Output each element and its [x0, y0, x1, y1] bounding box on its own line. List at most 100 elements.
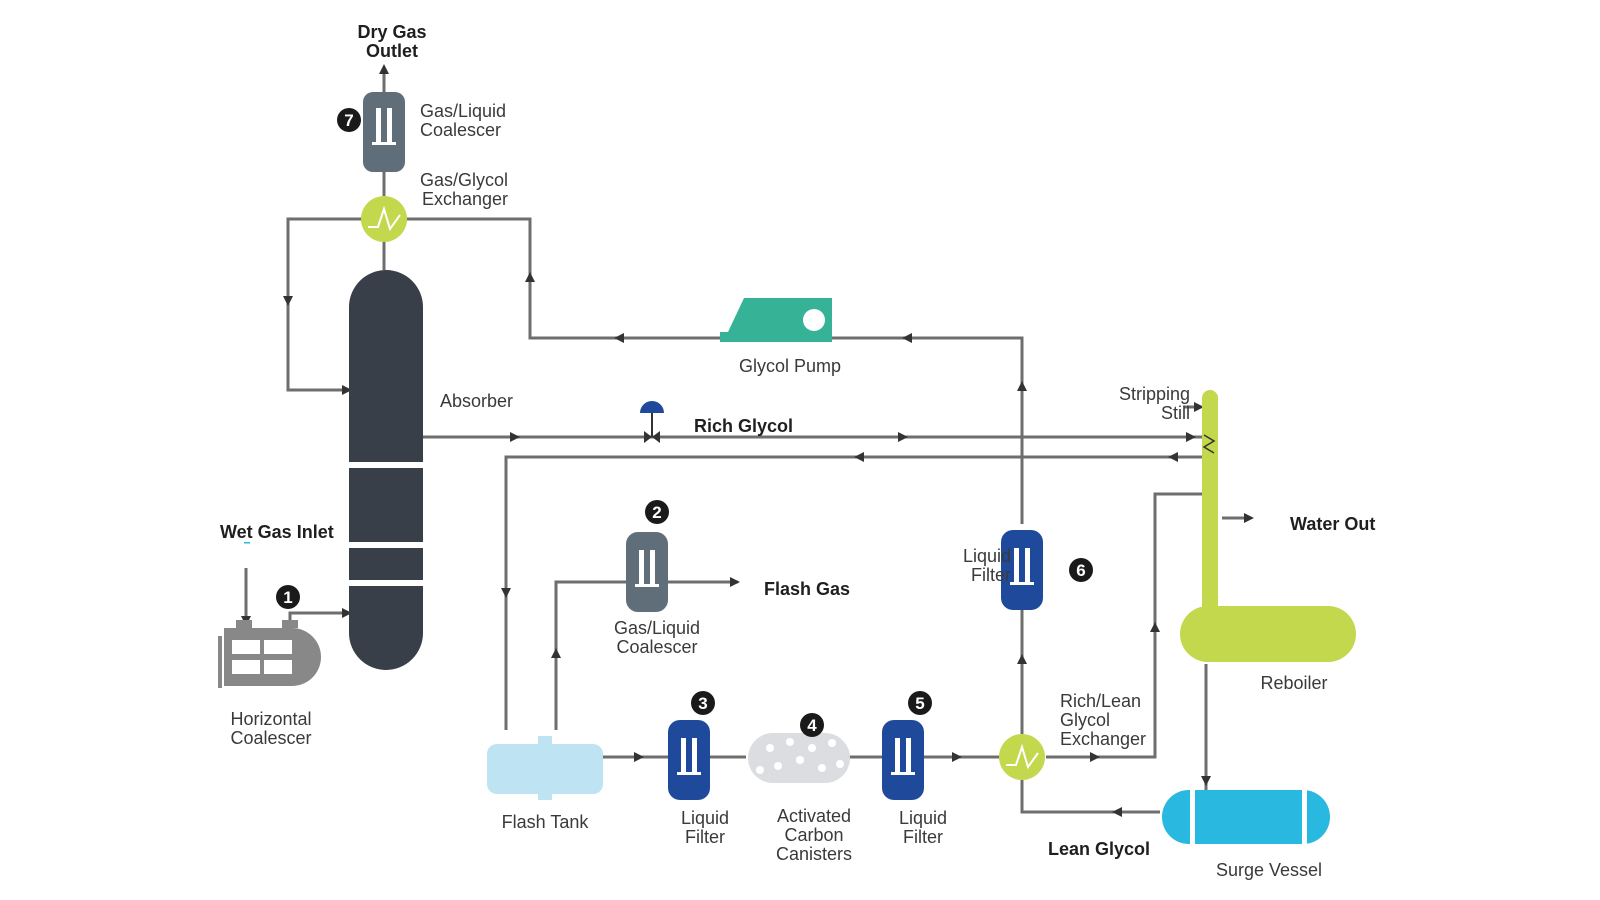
liquid-filter-5 [882, 720, 924, 800]
surge-vessel-seam [1190, 790, 1195, 844]
carbon-granule-icon [766, 744, 774, 752]
horizontal-coalescer-label: Horizontal [230, 709, 311, 729]
arrow-to-still-up [1150, 622, 1160, 632]
pipe-lean-glycol [1020, 780, 1160, 814]
arrow-loop-down [283, 296, 293, 306]
nozzle [236, 620, 252, 628]
wet-gas-inlet-label: Wet Gas Inlet [220, 522, 334, 542]
flash-coalescer-label: Coalescer [616, 637, 697, 657]
carbon-granule-icon [818, 764, 826, 772]
stripping-still-label: Still [1161, 403, 1190, 423]
surge-vessel [1162, 790, 1330, 844]
coalescer-element [264, 660, 292, 674]
pipe-pump-to-exchanger [406, 217, 724, 340]
step-markers: 1 2 3 4 5 6 7 [276, 108, 1093, 737]
pipe-filter6-to-pump [832, 336, 1024, 524]
activated-carbon-label: Activated [777, 806, 851, 826]
arrow-exchanger-up [1017, 654, 1027, 664]
rich-lean-exchanger-label: Rich/Lean [1060, 691, 1141, 711]
absorber-tray [349, 580, 423, 586]
arrow-into-absorber-bottom [342, 608, 352, 618]
glycol-pump [720, 298, 832, 342]
arrow-flash-gas-up [551, 648, 561, 658]
arrow-lean-glycol-left [1112, 807, 1122, 817]
marker-4 [800, 713, 824, 737]
absorber-label: Absorber [440, 391, 513, 411]
exchanger-zigzag-icon [1006, 743, 1039, 770]
arrow-surge-down [1201, 776, 1211, 786]
filter-vessel [668, 720, 710, 800]
liquid-filter-6-label: Liquid [963, 546, 1011, 566]
flash-tank-label: Flash Tank [502, 812, 590, 832]
gas-glycol-exchanger [361, 196, 407, 242]
filter-base-icon [891, 772, 915, 775]
nozzle [282, 620, 298, 628]
activated-carbon-label: Carbon [784, 825, 843, 845]
pump-body [720, 298, 832, 342]
filter-base-icon [1010, 582, 1034, 585]
valve-body-icon [644, 431, 652, 443]
carbon-granule-icon [828, 739, 836, 747]
flash-tank-nozzle [538, 790, 552, 800]
marker-5-label: 5 [915, 694, 924, 713]
marker-6-label: 6 [1076, 561, 1085, 580]
filter-base-icon [677, 772, 701, 775]
lean-glycol-label: Lean Glycol [1048, 839, 1150, 859]
valve-body-icon [652, 431, 660, 443]
exchanger-icon [999, 734, 1045, 780]
coalescer-element [232, 640, 260, 654]
flash-coalescer-label: Gas/Liquid [614, 618, 700, 638]
arrow-return-2 [854, 452, 864, 462]
filter-element-icon [895, 738, 900, 772]
flash-coalescer [626, 532, 668, 612]
liquid-filter-3 [668, 720, 710, 800]
top-coalescer-label: Gas/Liquid [420, 101, 506, 121]
rich-lean-exchanger [999, 734, 1045, 780]
stripping-still-label: Stripping [1119, 384, 1190, 404]
flash-coalescer-vessel [626, 532, 668, 612]
arrow-stripping-still-in [1194, 402, 1204, 412]
flow-arrows [241, 64, 1254, 817]
arrow-dry-gas-up [379, 64, 389, 74]
arrow-rich-glycol-3 [1186, 432, 1196, 442]
pump-impeller-icon [803, 309, 825, 331]
rich-glycol-label: Rich Glycol [694, 416, 793, 436]
arrow-water-out [1244, 513, 1254, 523]
arrow-return-down [501, 588, 511, 598]
top-coalescer [363, 92, 405, 172]
flash-tank-nozzle [538, 736, 552, 746]
filter-vessel [882, 720, 924, 800]
glycol-pump-label: Glycol Pump [739, 356, 841, 376]
marker-1-label: 1 [283, 588, 292, 607]
absorber-tray [349, 542, 423, 548]
pipe-still-to-flash-tank [504, 455, 1210, 730]
gas-glycol-exchanger-label: Exchanger [422, 189, 508, 209]
arrow-into-absorber-top [342, 385, 352, 395]
marker-1 [276, 585, 300, 609]
carbon-granule-icon [786, 738, 794, 746]
absorber [349, 270, 423, 670]
filter-element-icon [639, 550, 644, 584]
liquid-filter-6 [1001, 530, 1043, 610]
arrow-flash-gas-out [730, 577, 740, 587]
marker-6 [1069, 558, 1093, 582]
coalescer-shell [224, 628, 321, 686]
flash-tank-vessel [487, 744, 603, 794]
activated-carbon-label: Canisters [776, 844, 852, 864]
surge-vessel-label: Surge Vessel [1216, 860, 1322, 880]
coalescer-flange [218, 636, 222, 688]
labels: Dry Gas Outlet Gas/Liquid Coalescer Gas/… [220, 22, 1375, 880]
inlet-marker [244, 542, 250, 544]
marker-4-label: 4 [807, 716, 817, 735]
carbon-granule-icon [774, 762, 782, 770]
marker-5 [908, 691, 932, 715]
arrow-pump-out-left [902, 333, 912, 343]
surge-vessel-seam [1302, 790, 1307, 844]
filter-element-icon [376, 108, 381, 142]
coalescer-element [264, 640, 292, 654]
filter-element-icon [906, 738, 911, 772]
activated-carbon-canisters [748, 733, 850, 783]
absorber-tray [349, 462, 423, 468]
dry-gas-outlet-label: Outlet [366, 41, 418, 61]
